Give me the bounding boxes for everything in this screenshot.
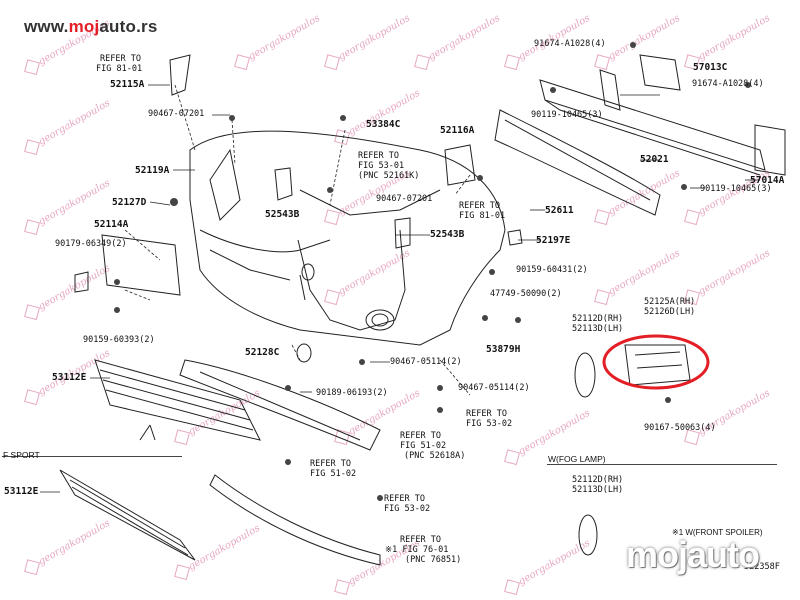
label-refer-fig53-c: (PNC 52161K) xyxy=(358,171,420,181)
label-91674-b: 91674-A1028(4) xyxy=(692,79,764,89)
label-90167: 90167-50063(4) xyxy=(644,423,716,433)
label-refer-fig53-a: REFER TO xyxy=(358,151,399,161)
label-52125a: 52125A(RH) xyxy=(644,297,696,307)
fasteners xyxy=(114,42,751,501)
label-52127d: 52127D xyxy=(112,197,147,208)
label-refer-fig51-d: REFER TO xyxy=(310,459,351,469)
label-53112e-b: 53112E xyxy=(4,486,39,497)
section-fog-lamp: W(FOG LAMP) xyxy=(548,454,606,464)
label-refer-fig53-b: FIG 53-01 xyxy=(358,161,405,171)
leader-lines xyxy=(124,84,471,396)
label-52119a: 52119A xyxy=(135,165,170,176)
fog-lamp-divider xyxy=(547,464,777,465)
label-refer-fig51-a: REFER TO xyxy=(400,431,441,441)
label-52021: 52021 xyxy=(640,154,669,165)
label-53112e-a: 53112E xyxy=(52,372,87,383)
label-90467-05114-b: 90467-05114(2) xyxy=(458,383,530,393)
label-52128c: 52128C xyxy=(245,347,280,358)
label-refer-fig53-02-d: FIG 53-02 xyxy=(384,504,431,514)
label-refer-fig53-02-a: REFER TO xyxy=(466,409,507,419)
arrow-marks xyxy=(139,424,156,441)
fog-lamp-cover xyxy=(574,344,691,556)
label-refer-fig51-c: (PNC 52618A) xyxy=(404,451,466,461)
label-52126d: 52126D(LH) xyxy=(644,307,696,317)
label-90119-b: 90119-10465(3) xyxy=(700,184,772,194)
site-url: www.mojauto.rs xyxy=(24,17,158,36)
label-90159-60393: 90159-60393(2) xyxy=(83,335,155,345)
label-90189: 90189-06193(2) xyxy=(316,388,388,398)
label-refer-fig76-b: ※1 FIG 76-01 xyxy=(385,545,449,555)
label-52611: 52611 xyxy=(545,205,574,216)
label-90467-05114-a: 90467-05114(2) xyxy=(390,357,462,367)
label-52112d-b: 52112D(RH) xyxy=(572,475,624,485)
label-53879h: 53879H xyxy=(486,344,521,355)
label-refer-fig81-a: REFER TO xyxy=(100,54,141,64)
front-spoiler xyxy=(209,474,381,566)
label-90119-a: 90119-10465(3) xyxy=(531,110,603,120)
small-parts xyxy=(74,54,523,363)
label-refer-fig51-e: FIG 51-02 xyxy=(310,469,357,479)
f-sport-grille xyxy=(59,469,196,561)
label-91674-a: 91674-A1028(4) xyxy=(534,39,606,49)
label-refer-fig53-02-b: FIG 53-02 xyxy=(466,419,513,429)
label-52543b-a: 52543B xyxy=(265,209,300,220)
solid-leaders xyxy=(40,84,760,493)
radiator-grille xyxy=(94,359,261,441)
label-refer-fig81-c: REFER TO xyxy=(459,201,500,211)
mojauto-logo: mojauto xyxy=(620,528,780,580)
diagram-code: 522358F xyxy=(744,562,780,572)
reinforcement-beam xyxy=(539,54,786,176)
label-52114a: 52114A xyxy=(94,219,129,230)
label-refer-fig53-02-c: REFER TO xyxy=(384,494,425,504)
highlight-circle xyxy=(602,334,710,390)
label-57014a: 57014A xyxy=(750,175,785,186)
label-90159-60431: 90159-60431(2) xyxy=(516,265,588,275)
logo-text: mojauto xyxy=(626,534,760,575)
lower-cover xyxy=(179,359,381,451)
label-refer-fig81-d: FIG 81-01 xyxy=(459,211,506,221)
label-53384c: 53384C xyxy=(366,119,401,130)
front-bumper-cover xyxy=(189,130,506,346)
label-refer-fig76-a: REFER TO xyxy=(400,535,441,545)
label-52116a: 52116A xyxy=(440,125,475,136)
label-52112d-a: 52112D(RH) xyxy=(572,314,624,324)
label-57013c: 57013C xyxy=(693,62,728,73)
label-refer-fig81-b: FIG 81-01 xyxy=(96,64,143,74)
section-f-sport: F SPORT xyxy=(3,450,40,460)
label-90467-07201-b: 90467-07201 xyxy=(376,194,433,204)
label-refer-fig76-c: (PNC 76851) xyxy=(405,555,462,565)
f-sport-divider xyxy=(2,456,182,457)
label-90179: 90179-06349(2) xyxy=(55,239,127,249)
label-47749: 47749-50090(2) xyxy=(490,289,562,299)
section-front-spoiler: ※1 W(FRONT SPOILER) xyxy=(672,528,763,537)
label-52113d-a: 52113D(LH) xyxy=(572,324,624,334)
label-52113d-b: 52113D(LH) xyxy=(572,485,624,495)
label-52543b-b: 52543B xyxy=(430,229,465,240)
label-52115a: 52115A xyxy=(110,79,145,90)
label-90467-07201-a: 90467-07201 xyxy=(148,109,205,119)
label-refer-fig51-b: FIG 51-02 xyxy=(400,441,447,451)
label-52197e: 52197E xyxy=(536,235,571,246)
energy-absorber xyxy=(494,109,661,216)
